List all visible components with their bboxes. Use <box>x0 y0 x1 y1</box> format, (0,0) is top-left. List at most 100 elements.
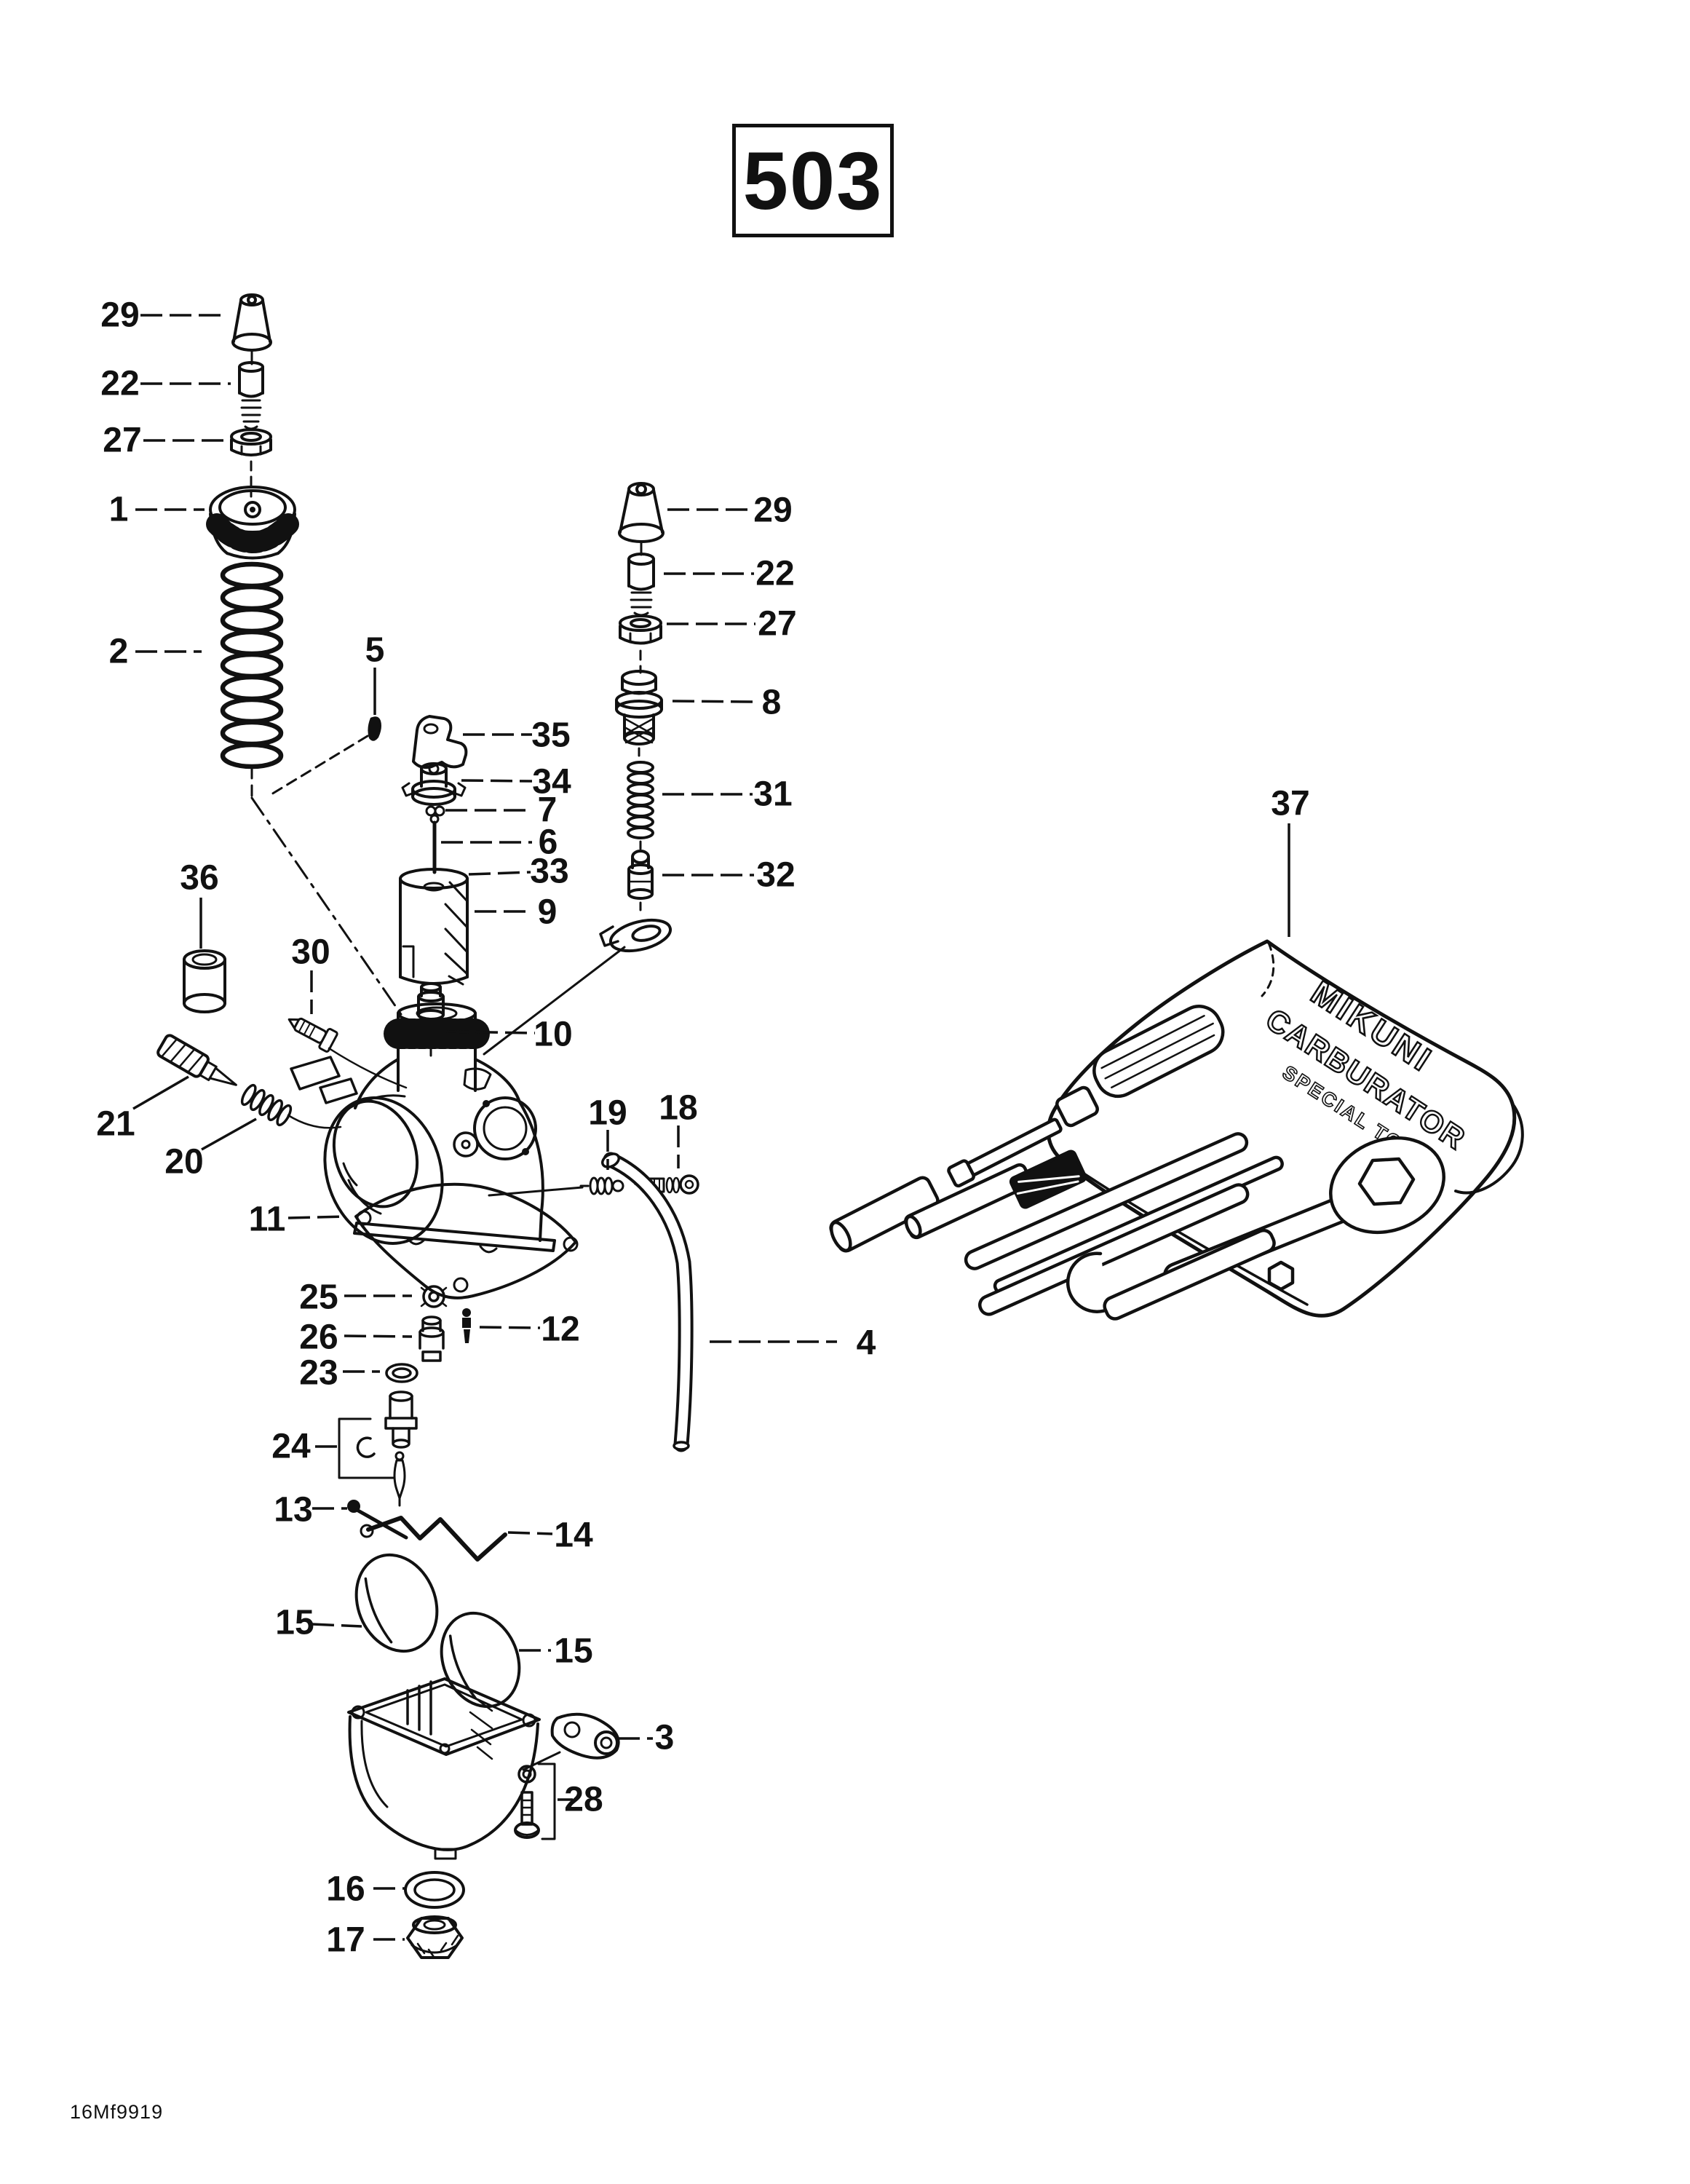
part-30-screw <box>287 1017 338 1053</box>
part-36-sleeve <box>183 949 226 1013</box>
part-23-oring <box>385 1363 418 1383</box>
callout-6: 6 <box>539 823 558 862</box>
callout-25: 25 <box>299 1278 338 1317</box>
callout-9: 9 <box>538 893 558 932</box>
callout-26: 26 <box>299 1318 338 1357</box>
tool-hex-bit <box>1267 1260 1295 1291</box>
leader-26 <box>344 1334 413 1338</box>
callout-7: 7 <box>538 791 558 830</box>
callout-27: 27 <box>103 422 141 460</box>
part-31-spring <box>627 761 654 839</box>
part-34-cable-holder <box>401 762 467 806</box>
part-32-plunger <box>627 850 654 900</box>
leader-11 <box>287 1215 346 1219</box>
callout-16: 16 <box>326 1870 365 1909</box>
callout-20: 20 <box>164 1143 203 1182</box>
callout-22: 22 <box>100 365 139 403</box>
callout-34: 34 <box>532 763 571 802</box>
part-22-adjuster-left <box>238 361 264 430</box>
connector-line <box>287 1114 342 1129</box>
callout-24: 24 <box>271 1428 311 1466</box>
part-19-spring-screw <box>579 1176 624 1195</box>
part-27-nut-left <box>230 428 272 456</box>
part-24-clip-and-needle <box>356 1436 406 1507</box>
callout-10: 10 <box>533 1016 572 1054</box>
leader-14 <box>507 1531 553 1535</box>
part-15-float-left <box>354 1553 439 1653</box>
leader-20 <box>201 1117 257 1151</box>
bracket-24 <box>338 1417 395 1479</box>
callout-15: 15 <box>275 1604 314 1642</box>
connector-line <box>488 1186 584 1197</box>
leader-10 <box>446 1030 536 1034</box>
tool-open-end-wrench <box>1066 1228 1276 1321</box>
part-4-vent-hose <box>601 1152 694 1452</box>
callout-11: 11 <box>249 1200 286 1239</box>
part-29-cap-right <box>618 482 665 543</box>
part-17-nut <box>406 1915 464 1959</box>
document-code: 16Mf9919 <box>70 2101 164 2123</box>
part-21-idle-screw <box>156 1034 237 1086</box>
connector-line <box>328 1047 408 1089</box>
callout-3: 3 <box>655 1719 675 1757</box>
callout-29: 29 <box>753 491 792 530</box>
bracket-28 <box>537 1762 556 1840</box>
callout-19: 19 <box>588 1094 627 1133</box>
callout-2: 2 <box>109 633 129 671</box>
part-11-gasket <box>354 1182 579 1299</box>
model-number: 503 <box>742 135 884 226</box>
part-16-oring <box>404 1871 465 1909</box>
callout-23: 23 <box>299 1354 338 1393</box>
leader-33 <box>468 871 531 876</box>
part-14-float-arm <box>360 1516 507 1562</box>
callout-22: 22 <box>755 555 794 593</box>
tool-rod-long-3 <box>978 1183 1250 1316</box>
part-8-throttle-stop-screw <box>615 670 663 745</box>
leader-8 <box>672 700 755 703</box>
part-6-jet-needle <box>429 814 440 874</box>
part-25-nut <box>420 1285 448 1308</box>
part-35-cable-guide <box>412 715 468 769</box>
model-number-box: 503 <box>732 124 894 237</box>
callout-14: 14 <box>554 1516 593 1555</box>
part-9-throttle-slide <box>399 868 469 986</box>
leader-lines <box>132 314 1290 1941</box>
callout-29: 29 <box>100 296 139 335</box>
callout-30: 30 <box>291 933 330 972</box>
part-28-drain-screw <box>514 1765 540 1839</box>
part-20-spring <box>240 1083 293 1127</box>
part-12-inlet-needle-valve <box>462 1308 471 1343</box>
part-valve-seat-assembly <box>384 1390 418 1449</box>
part-carburetor-body <box>290 1002 556 1254</box>
callout-35: 35 <box>531 716 570 755</box>
part-22-adjuster-right <box>627 553 655 617</box>
leader-21 <box>132 1075 189 1110</box>
part-5-cotter-pin <box>368 716 381 741</box>
part-7-needle-clip <box>425 805 445 817</box>
part-washer-tab-right <box>599 918 673 953</box>
tool-rod-long-1 <box>964 1132 1249 1270</box>
callout-21: 21 <box>96 1105 135 1144</box>
leader-34 <box>461 779 533 783</box>
part-float-bowl <box>347 1677 541 1860</box>
leader-15 <box>312 1623 362 1628</box>
pin-leader-line <box>266 735 369 798</box>
callout-5: 5 <box>365 631 385 670</box>
part-27-nut-right <box>619 614 662 645</box>
callout-36: 36 <box>180 859 218 898</box>
callout-33: 33 <box>530 852 568 891</box>
callout-13: 13 <box>274 1491 312 1530</box>
part-29-cap-left <box>231 293 272 352</box>
callout-17: 17 <box>326 1921 365 1960</box>
callout-4: 4 <box>857 1324 876 1363</box>
callout-32: 32 <box>756 856 795 895</box>
part-3-bracket <box>550 1712 620 1760</box>
tool-socket-large <box>829 1176 940 1253</box>
tool-screwdriver <box>947 1005 1225 1188</box>
callout-8: 8 <box>762 684 782 722</box>
callout-37: 37 <box>1271 785 1309 823</box>
connector-line <box>483 946 626 1056</box>
callout-15: 15 <box>554 1632 592 1671</box>
